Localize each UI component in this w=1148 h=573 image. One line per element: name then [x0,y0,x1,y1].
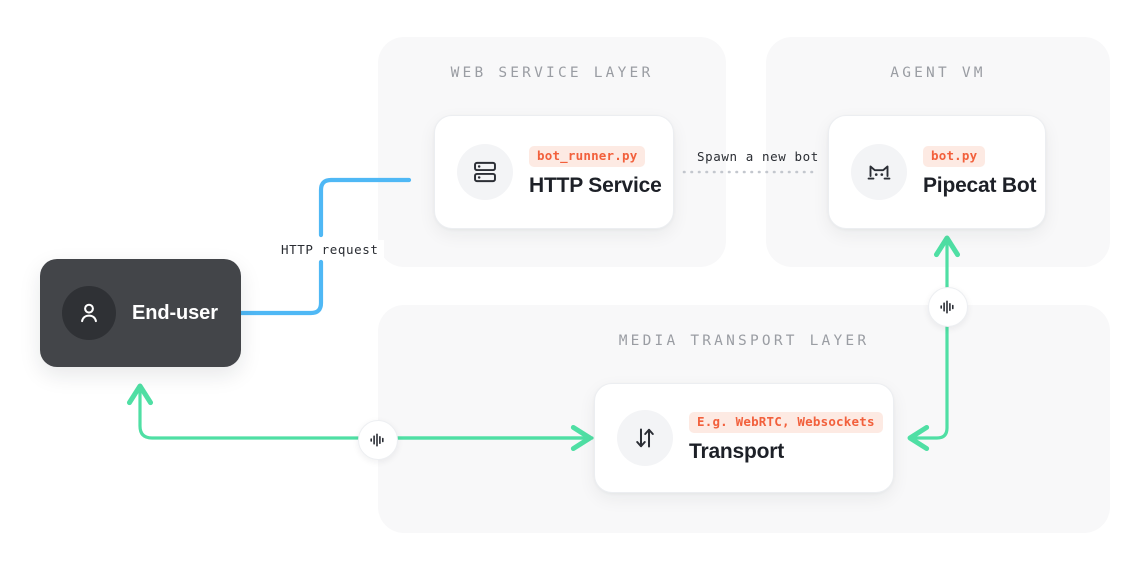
group-media-transport-layer: MEDIA TRANSPORT LAYER [378,305,1110,533]
node-http-service-title: HTTP Service [529,173,662,197]
node-http-service[interactable]: bot_runner.py HTTP Service [434,115,674,229]
end-user-node[interactable]: End-user [40,259,241,367]
audio-wave-icon [358,420,398,460]
node-http-service-badge: bot_runner.py [529,146,646,167]
node-pipecat-bot-text: bot.py Pipecat Bot [923,146,1037,198]
node-http-service-text: bot_runner.py HTTP Service [529,146,662,198]
audio-wave-icon [928,287,968,327]
edge-label-http-request: HTTP request [276,240,384,259]
group-title-agent-vm: AGENT VM [890,65,986,81]
user-icon [62,286,116,340]
edge-label-spawn-a-new-bot: Spawn a new bot [697,149,819,164]
node-transport-title: Transport [689,439,785,463]
node-pipecat-bot-badge: bot.py [923,146,986,167]
node-transport[interactable]: E.g. WebRTC, Websockets Transport [594,383,894,493]
node-pipecat-bot-title: Pipecat Bot [923,173,1037,197]
group-title-media-transport-layer: MEDIA TRANSPORT LAYER [618,333,870,349]
node-transport-text: E.g. WebRTC, Websockets Transport [689,412,883,464]
node-transport-badge: E.g. WebRTC, Websockets [689,412,883,433]
updown-arrows-icon [617,410,673,466]
server-icon [457,144,513,200]
end-user-label: End-user [132,301,218,324]
cat-icon [851,144,907,200]
group-title-web-service-layer: WEB SERVICE LAYER [450,65,654,81]
node-pipecat-bot[interactable]: bot.py Pipecat Bot [828,115,1046,229]
